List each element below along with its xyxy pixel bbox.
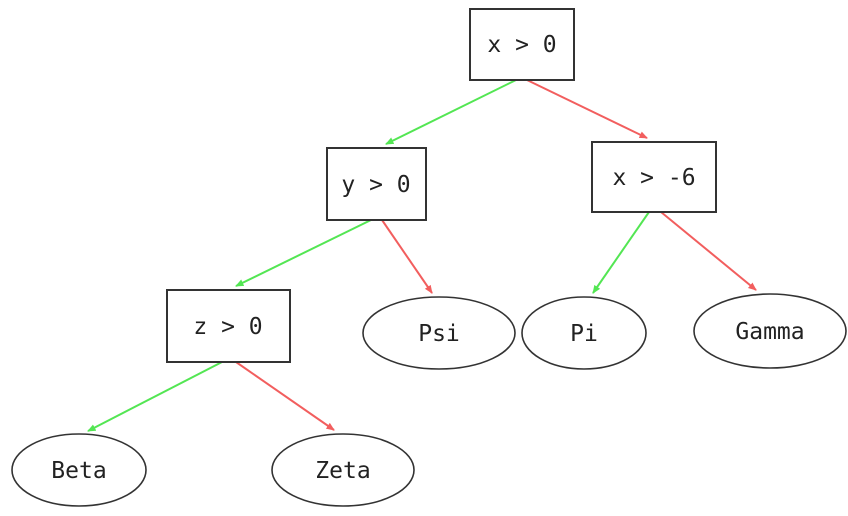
node-z-gt-0-label: z > 0 [193, 314, 262, 340]
node-pi-ellipse [521, 296, 647, 370]
node-gamma-ellipse [693, 293, 847, 369]
edge-xm6-to-gamma-false [660, 211, 757, 291]
edge-root-to-y0-true [385, 79, 517, 145]
node-beta-label: Beta [51, 458, 106, 484]
node-x-gt-neg6: x > -6 [591, 141, 717, 213]
node-pi: Pi [521, 296, 647, 370]
edge-root-to-xm6-false [526, 79, 648, 139]
node-beta-ellipse [11, 433, 147, 507]
node-beta: Beta [11, 433, 147, 507]
edge-z0-to-beta-true [87, 361, 223, 432]
node-y-gt-0: y > 0 [326, 147, 427, 221]
node-zeta: Zeta [271, 433, 415, 507]
node-y-gt-0-box [326, 147, 427, 221]
node-x-gt-0: x > 0 [469, 8, 575, 81]
node-gamma-label: Gamma [735, 319, 804, 345]
node-psi-ellipse [362, 296, 516, 370]
edge-y0-to-z0-true [235, 219, 372, 287]
node-z-gt-0: z > 0 [166, 289, 291, 363]
node-zeta-ellipse [271, 433, 415, 507]
edge-z0-to-zeta-false [235, 361, 335, 431]
node-gamma: Gamma [693, 293, 847, 369]
node-pi-label: Pi [570, 321, 598, 347]
edge-layer [87, 79, 757, 432]
node-zeta-label: Zeta [315, 458, 370, 484]
node-psi: Psi [362, 296, 516, 370]
edge-xm6-to-pi-true [592, 211, 650, 294]
edge-y0-to-psi-false [381, 219, 433, 294]
node-x-gt-neg6-box [591, 141, 717, 213]
node-z-gt-0-box [166, 289, 291, 363]
node-x-gt-0-box [469, 8, 575, 81]
node-y-gt-0-label: y > 0 [341, 172, 410, 198]
node-x-gt-0-label: x > 0 [487, 32, 556, 58]
node-x-gt-neg6-label: x > -6 [612, 165, 695, 191]
node-psi-label: Psi [418, 321, 460, 347]
